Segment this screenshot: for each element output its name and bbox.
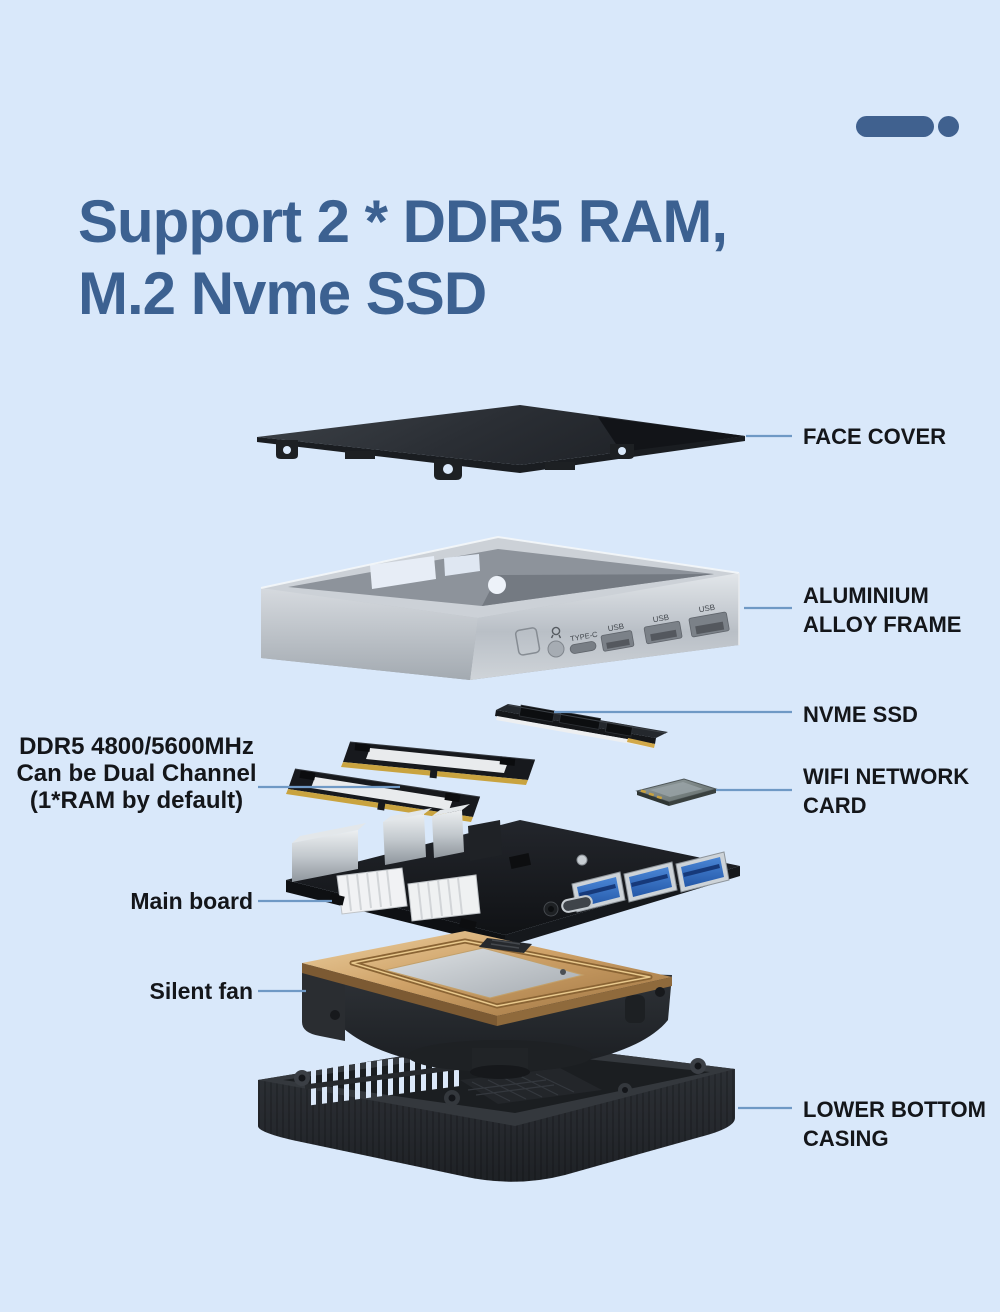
ram-module-lower	[286, 768, 481, 822]
lower-casing-label: LOWER BOTTOM CASING	[803, 1097, 986, 1151]
usb-port-label-3: USB	[698, 603, 716, 615]
usb-port-hole-1	[600, 630, 635, 652]
decoration-dot	[938, 116, 959, 137]
usb-port-hole-2	[643, 620, 683, 645]
ram-module-upper	[341, 741, 536, 785]
bottom-casing-image	[258, 1040, 735, 1182]
cold-plate	[384, 947, 585, 999]
usb-port-hole-3	[688, 611, 730, 638]
aluminium-frame-label: ALUMINIUM ALLOY FRAME	[803, 583, 962, 637]
title-line2: M.2 Nvme SSD	[78, 260, 487, 327]
usb-port-label-2: USB	[652, 613, 670, 625]
leader-lines	[258, 434, 792, 1110]
page-title: Support 2 * DDR5 RAM,M.2 Nvme SSD	[78, 186, 728, 330]
reset-button-hole	[514, 627, 541, 656]
title-line1: Support 2 * DDR5 RAM,	[78, 188, 728, 255]
face-cover-image	[257, 405, 745, 480]
nvme-ssd-image	[495, 704, 668, 748]
usb-c-port	[561, 895, 593, 913]
ram-modules-image	[286, 741, 536, 822]
silent-fan-image	[302, 931, 672, 1079]
wifi-card-label: WIFI NETWORK CARD	[803, 764, 970, 818]
casing-screw-posts	[294, 1058, 706, 1106]
face-cover-label: FACE COVER	[803, 424, 947, 449]
silent-fan-label: Silent fan	[149, 978, 253, 1004]
aluminium-frame-image: TYPE-C USB USB USB	[260, 535, 740, 680]
power-button-hole	[547, 640, 565, 658]
main-board-label: Main board	[130, 888, 253, 914]
usb-port-label-1: USB	[607, 622, 625, 634]
usb3-ports	[571, 851, 730, 913]
main-board-image	[286, 804, 740, 947]
ddr5-ram-label: DDR5 4800/5600MHz Can be Dual Channel (1…	[16, 733, 257, 814]
type-c-port-hole	[569, 641, 597, 654]
nvme-ssd-label: NVME SSD	[803, 702, 918, 727]
power-led-icon	[550, 626, 562, 639]
decoration-pill	[856, 116, 934, 137]
wifi-card-image	[635, 778, 718, 806]
